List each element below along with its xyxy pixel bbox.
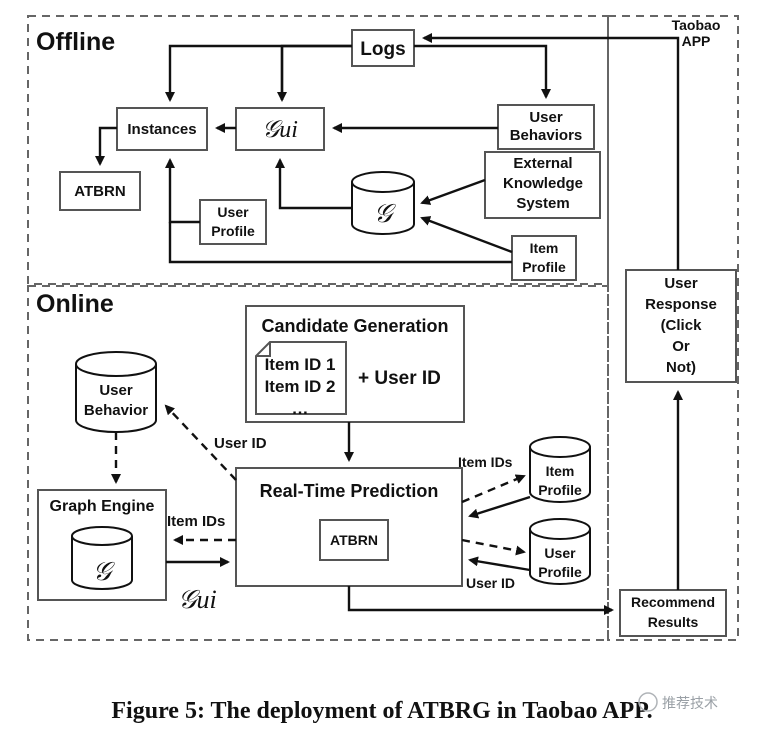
instances-label: Instances bbox=[127, 121, 196, 138]
offline-title: Offline bbox=[36, 28, 115, 56]
candidate-generation-label: Candidate Generation bbox=[261, 316, 448, 336]
atbrn-offline-label: ATBRN bbox=[74, 183, 125, 200]
graph-offline-symbol: 𝒢 bbox=[374, 199, 397, 228]
user-profile-box bbox=[199, 199, 267, 245]
recommend-results-box bbox=[619, 589, 727, 637]
app-region bbox=[607, 15, 739, 641]
item-ids-label-right: Item IDs bbox=[458, 454, 513, 470]
graph-db-offline: 𝒢 bbox=[351, 171, 415, 235]
item-id-doc bbox=[255, 341, 347, 415]
user-profile-db bbox=[529, 518, 591, 585]
watermark-icon bbox=[638, 692, 658, 712]
graph-engine-label: Graph Engine bbox=[50, 498, 155, 515]
item-ids-label-left: Item IDs bbox=[167, 513, 225, 530]
online-arrows bbox=[111, 33, 683, 615]
atbrn-offline-box bbox=[59, 171, 141, 211]
item-profile-db bbox=[529, 436, 591, 503]
atbrn-online-label: ATBRN bbox=[330, 532, 378, 548]
online-title: Online bbox=[36, 290, 114, 318]
online-region bbox=[27, 285, 609, 641]
watermark-text: 推荐技术 bbox=[662, 696, 718, 712]
gui-label: 𝒢ui bbox=[262, 117, 298, 143]
user-id-label-left: User ID bbox=[214, 435, 267, 452]
plus-user-id-label: + User ID bbox=[358, 368, 441, 389]
atbrn-online-box bbox=[319, 519, 389, 561]
user-response-box bbox=[625, 269, 737, 383]
user-id-label-right: User ID bbox=[466, 575, 515, 591]
figure-caption: Figure 5: The deployment of ATBRG in Tao… bbox=[111, 698, 652, 724]
watermark: 推荐技术 bbox=[638, 692, 718, 712]
graph-db-online: 𝒢 bbox=[71, 526, 133, 590]
external-knowledge-box bbox=[484, 151, 601, 219]
graph-online-symbol: 𝒢 bbox=[93, 557, 116, 586]
logs-box bbox=[351, 29, 415, 67]
gui-online-label: 𝒢ui bbox=[178, 585, 217, 614]
realtime-prediction-label: Real-Time Prediction bbox=[260, 481, 439, 501]
logs-label: Logs bbox=[360, 39, 405, 60]
user-behaviors-box bbox=[497, 104, 595, 150]
gui-box bbox=[235, 107, 325, 151]
item-profile-box bbox=[511, 235, 577, 281]
offline-arrows bbox=[95, 44, 551, 264]
